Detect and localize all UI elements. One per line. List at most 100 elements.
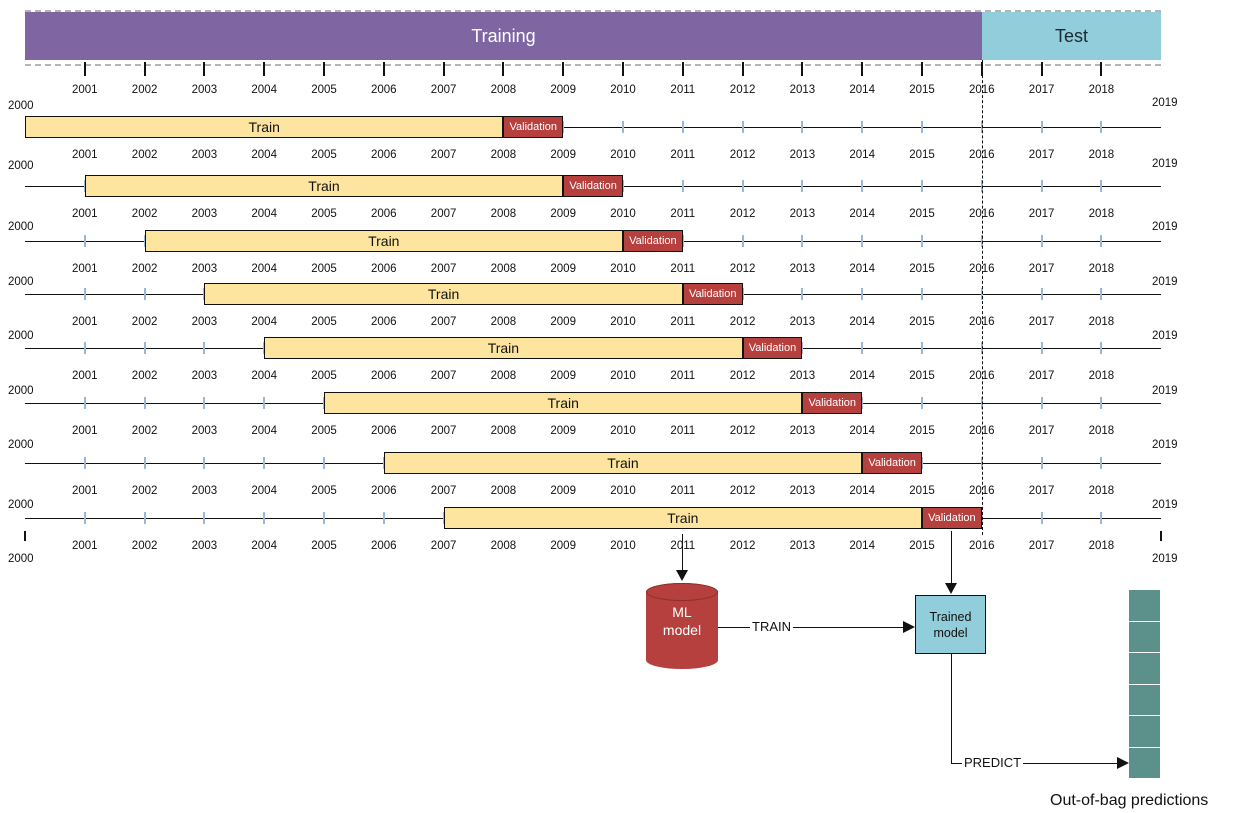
fold-year-tick — [801, 121, 804, 133]
year-label: 2011 — [670, 485, 696, 497]
year-label: 2013 — [789, 263, 816, 275]
arrow-head-trained-model — [945, 583, 957, 594]
prediction-cell — [1129, 716, 1160, 748]
year-label: 2008 — [490, 84, 517, 96]
year-label: 2009 — [550, 149, 576, 161]
train-segment: Train — [25, 116, 504, 138]
start-year-label: 2000 — [8, 385, 34, 397]
year-label: 2015 — [909, 84, 935, 96]
year-label: 2003 — [191, 263, 218, 275]
prediction-cell — [1129, 590, 1160, 622]
year-label: 2005 — [311, 316, 337, 328]
year-label: 2007 — [430, 263, 457, 275]
year-label: 2003 — [191, 149, 218, 161]
year-label: 2011 — [670, 149, 696, 161]
fold-year-tick — [143, 342, 146, 354]
end-year-label: 2019 — [1152, 276, 1178, 288]
fold-year-tick — [1100, 235, 1103, 247]
year-label: 2018 — [1088, 149, 1115, 161]
fold-year-tick — [921, 288, 923, 300]
year-label: 2010 — [610, 485, 636, 497]
year-label: 2007 — [430, 149, 457, 161]
trained-model-label: Trained model — [929, 609, 972, 640]
start-year-label: 2000 — [8, 553, 34, 565]
validation-segment-label: Validation — [509, 121, 558, 133]
year-tick — [83, 62, 86, 76]
fold-year-tick — [861, 121, 864, 133]
year-label: 2005 — [311, 425, 337, 437]
end-tick — [24, 531, 26, 541]
prediction-stack — [1129, 590, 1160, 778]
year-label: 2005 — [311, 370, 337, 382]
year-tick — [921, 62, 923, 76]
fold-year-tick — [1040, 288, 1043, 300]
train-segment-label: Train — [547, 395, 579, 411]
fold-year-tick — [143, 457, 146, 469]
year-label: 2012 — [729, 370, 756, 382]
fold-year-tick — [83, 457, 86, 469]
fold-year-tick — [323, 512, 325, 524]
prediction-cell — [1129, 621, 1160, 653]
year-tick — [203, 62, 206, 76]
year-label: 2007 — [430, 540, 457, 552]
year-label: 2018 — [1088, 370, 1115, 382]
top-dashed-border — [25, 10, 1161, 12]
train-arrow-head — [903, 621, 915, 633]
year-label: 2004 — [251, 208, 277, 220]
year-label: 2013 — [789, 540, 816, 552]
year-label: 2017 — [1028, 540, 1055, 552]
year-label: 2003 — [191, 84, 218, 96]
year-label: 2015 — [909, 370, 935, 382]
year-tick — [861, 62, 864, 76]
year-label: 2009 — [550, 485, 576, 497]
year-label: 2007 — [430, 208, 457, 220]
fold-year-tick — [83, 342, 86, 354]
year-label: 2016 — [969, 370, 995, 382]
year-label: 2016 — [969, 425, 995, 437]
fold-year-tick — [861, 288, 864, 300]
year-label: 2016 — [969, 149, 995, 161]
year-label: 2008 — [490, 149, 517, 161]
year-label: 2015 — [909, 149, 935, 161]
year-label: 2005 — [311, 540, 337, 552]
fold-year-tick — [203, 342, 206, 354]
fold-year-tick — [980, 397, 983, 409]
fold-year-tick — [861, 342, 864, 354]
year-label: 2001 — [72, 425, 98, 437]
validation-segment-label: Validation — [569, 180, 617, 192]
fold-year-tick — [980, 180, 983, 192]
year-label: 2005 — [311, 208, 337, 220]
train-segment: Train — [383, 452, 863, 474]
predict-arrow-line — [951, 763, 1117, 764]
year-label: 2001 — [72, 84, 98, 96]
year-label: 2001 — [72, 149, 98, 161]
fold-year-tick — [801, 235, 804, 247]
train-arrow-label: TRAIN — [750, 619, 793, 634]
year-label: 2002 — [131, 540, 158, 552]
year-label: 2015 — [909, 208, 935, 220]
year-label: 2006 — [371, 485, 397, 497]
year-label: 2002 — [131, 425, 158, 437]
year-label: 2013 — [789, 84, 816, 96]
fold-year-tick — [741, 235, 744, 247]
year-label: 2013 — [789, 208, 816, 220]
year-tick — [382, 62, 385, 76]
start-year-label: 2000 — [8, 276, 34, 288]
year-label: 2018 — [1088, 316, 1115, 328]
year-label: 2004 — [251, 370, 277, 382]
fold-year-tick — [1100, 180, 1103, 192]
train-segment: Train — [84, 175, 564, 197]
test-band: Test — [982, 12, 1161, 60]
train-segment: Train — [264, 337, 743, 359]
year-label: 2017 — [1028, 149, 1055, 161]
fold-year-tick — [83, 512, 86, 524]
fold-year-tick — [1100, 342, 1103, 354]
year-tick — [622, 62, 624, 76]
fold-year-tick — [1040, 397, 1043, 409]
year-label: 2014 — [849, 263, 875, 275]
year-label: 2008 — [490, 540, 517, 552]
year-label: 2010 — [610, 540, 636, 552]
train-segment-label: Train — [368, 233, 400, 249]
year-label: 2014 — [849, 370, 875, 382]
year-label: 2009 — [550, 84, 576, 96]
